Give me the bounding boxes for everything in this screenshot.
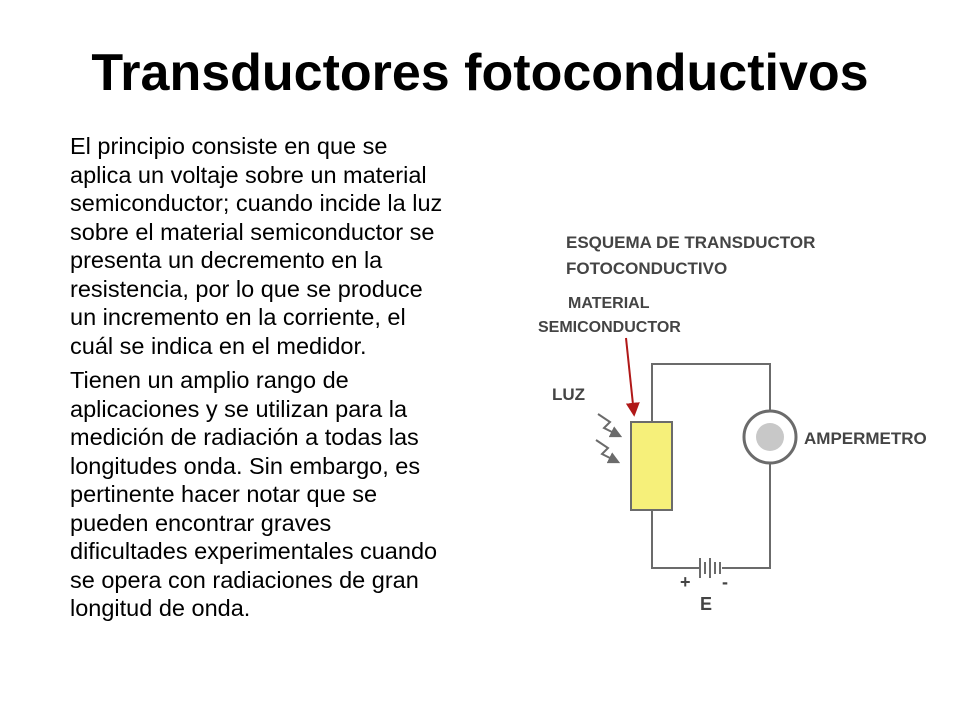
circuit-wire-top [651, 363, 771, 424]
circuit-wire-bottom-right [722, 456, 771, 569]
ammeter-face [756, 423, 784, 451]
battery-minus-label: - [722, 572, 728, 592]
material-pointer-arrow [625, 337, 640, 417]
slide-title: Transductores fotoconductivos [91, 44, 869, 102]
light-label: LUZ [552, 385, 585, 404]
battery-label: E [700, 594, 712, 614]
battery-icon [699, 558, 721, 578]
material-label-line2: SEMICONDUCTOR [538, 319, 681, 336]
diagram-heading-line1: ESQUEMA DE TRANSDUCTOR [566, 233, 815, 252]
paragraph-principle: El principio consiste en que se aplica u… [70, 133, 443, 359]
photoconductive-transducer-diagram: ESQUEMA DE TRANSDUCTOR FOTOCONDUCTIVO MA… [530, 218, 950, 628]
semiconductor-element [630, 421, 673, 511]
slide-body: El principio consiste en que se aplica u… [70, 132, 540, 629]
material-label-line1: MATERIAL [568, 295, 650, 312]
light-ray-2-icon [595, 439, 621, 464]
battery-plus-label: + [680, 572, 691, 592]
paragraph-applications: Tienen un amplio rango de aplicaciones y… [70, 367, 438, 621]
circuit-wire-bottom-left [651, 510, 700, 569]
diagram-heading-line2: FOTOCONDUCTIVO [566, 259, 727, 278]
light-ray-1-icon [597, 413, 623, 438]
ammeter-label: AMPERMETRO [804, 429, 927, 448]
